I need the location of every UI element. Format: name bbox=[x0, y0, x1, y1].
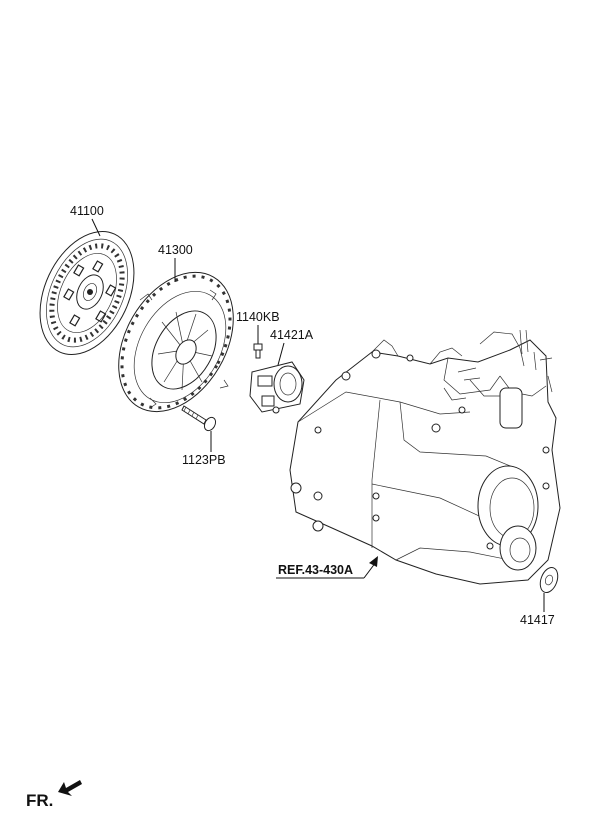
release-cylinder-label: 41421A bbox=[270, 328, 314, 342]
front-arrow-icon bbox=[58, 780, 82, 796]
plug-label: 41417 bbox=[520, 613, 555, 627]
release-cylinder-part bbox=[249, 361, 305, 414]
cover-bolt-label: 1123PB bbox=[182, 453, 226, 467]
clutch-disc-part bbox=[39, 230, 135, 356]
front-marker-label: FR. bbox=[26, 791, 53, 810]
cover-bolt-part bbox=[181, 405, 217, 432]
clutch-cover-label: 41300 bbox=[158, 243, 193, 257]
reference-arrow-head bbox=[369, 556, 378, 567]
clutch-disc-leader bbox=[91, 218, 101, 237]
release-bolt-part bbox=[253, 343, 263, 359]
reference-label: REF.43-430A bbox=[278, 563, 353, 577]
transmission-housing-part bbox=[289, 329, 561, 585]
release-bolt-label: 1140KB bbox=[236, 310, 280, 324]
release-cylinder-leader bbox=[277, 342, 285, 366]
plug-part bbox=[539, 566, 559, 594]
clutch-disc-label: 41100 bbox=[70, 204, 104, 218]
clutch-cover-part bbox=[118, 271, 234, 413]
